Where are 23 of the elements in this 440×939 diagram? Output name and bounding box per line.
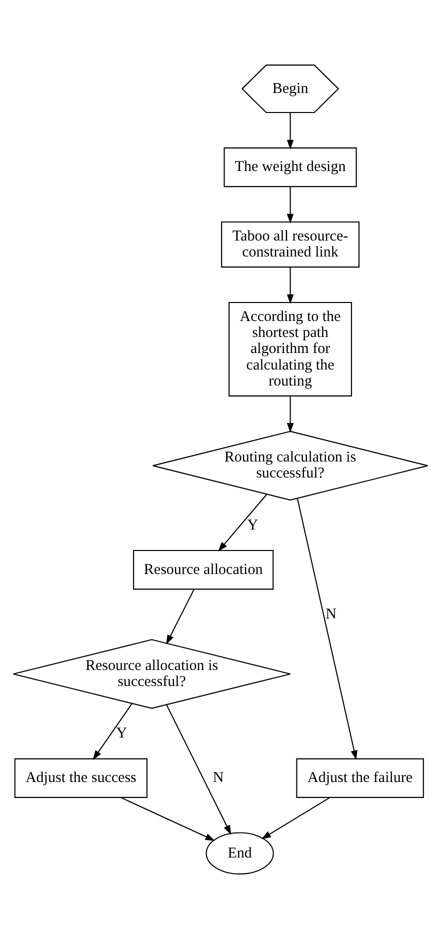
arrow xyxy=(286,396,294,433)
arrow xyxy=(218,494,266,552)
arrow xyxy=(120,796,215,841)
node-box: The weight design xyxy=(223,147,356,188)
arrow xyxy=(166,704,231,835)
edge-label: N xyxy=(212,770,224,786)
edge-label: Y xyxy=(246,517,258,534)
edge-label: Y xyxy=(116,726,127,742)
arrow xyxy=(286,112,294,150)
arrow xyxy=(92,703,132,760)
node-box: According to the shortest path algorithm for calculating the routing xyxy=(228,302,352,396)
arrow xyxy=(286,267,294,304)
edge-label: N xyxy=(325,606,336,622)
arrow xyxy=(260,796,330,840)
arrow xyxy=(296,498,357,760)
node-box: Resource allocation xyxy=(132,550,274,590)
node-diamond: Resource allocation is successful? xyxy=(12,639,290,709)
arrow xyxy=(166,589,194,645)
node-diamond: Routing calculation is successful? xyxy=(152,430,428,501)
node-box: Adjust the failure xyxy=(296,758,424,798)
arrow xyxy=(286,186,294,224)
node-box: Adjust the success xyxy=(14,758,147,798)
node-box: Taboo all resource-constrained link xyxy=(220,221,360,268)
